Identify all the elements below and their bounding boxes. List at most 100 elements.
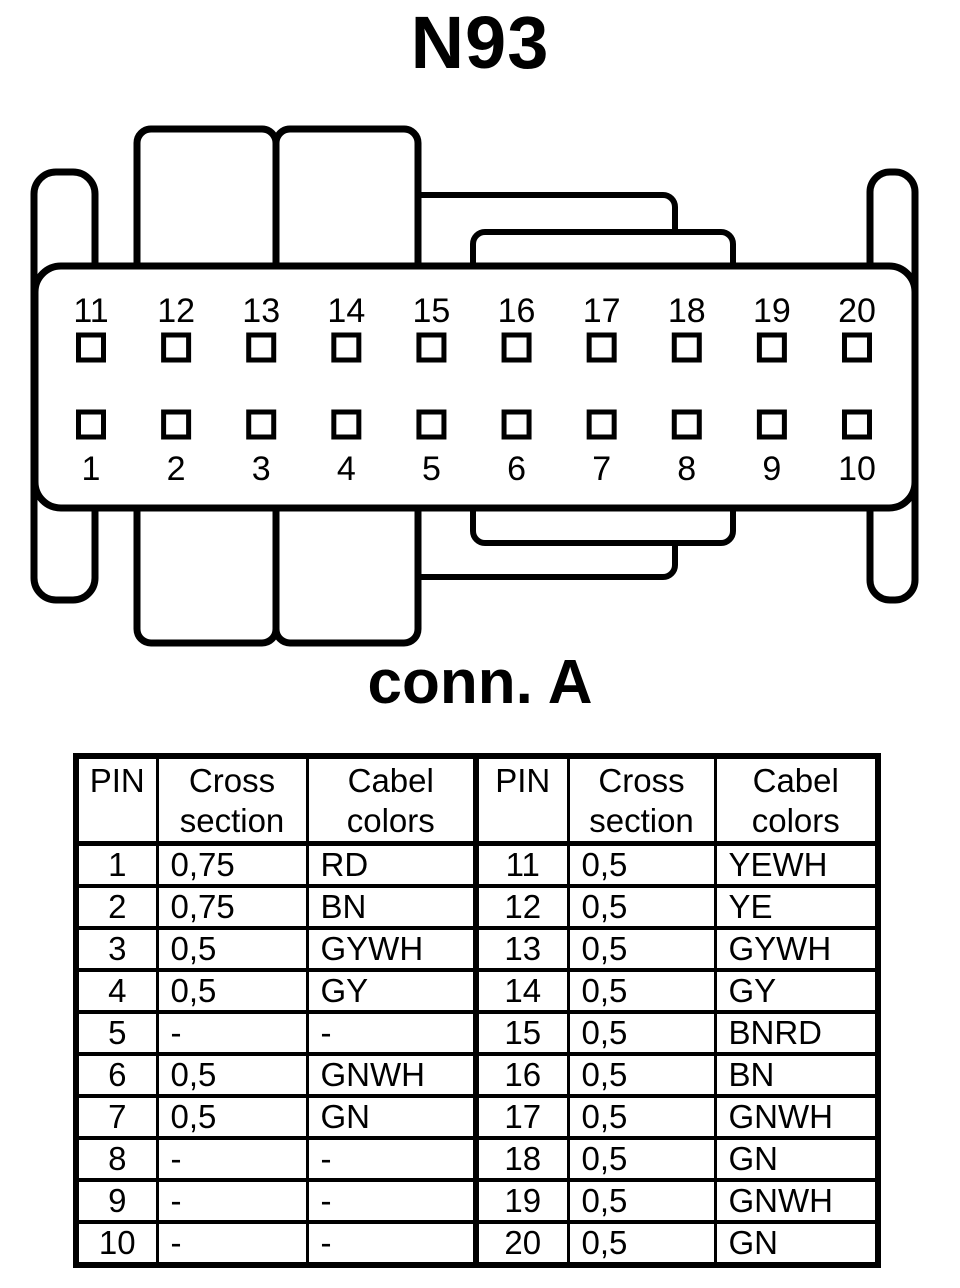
table-header-row: PIN Cross section Cabel colors PIN Cross… [74,754,880,846]
pin-square [331,332,362,363]
header-cable-colors-left: Cabel colors [305,754,478,846]
cross-section-cell: 0,75 [155,884,309,930]
pin-square [841,332,872,363]
cable-color-cell: GNWH [305,1052,478,1098]
cross-section-cell: 0,5 [566,1178,717,1224]
pin-cell: 20 [473,1220,570,1267]
cable-color-cell: GY [305,968,478,1014]
cross-section-cell: 0,5 [566,1094,717,1140]
cross-section-cell: 0,5 [566,1052,717,1098]
pin-square [671,332,702,363]
cable-color-cell: GN [713,1136,880,1182]
pin-cell: 15 [473,1010,570,1056]
page-title: N93 [410,1,550,84]
pin-cell: 4 [74,968,159,1014]
header-pin-left: PIN [74,754,159,846]
pin-number-label: 17 [583,292,621,330]
pin-cell: 11 [473,841,570,888]
pin-number-label: 16 [498,292,536,330]
pin-table: PIN Cross section Cabel colors PIN Cross… [73,753,881,1268]
pin-number-label: 7 [592,450,611,488]
pin-square [246,332,277,363]
cross-section-cell: 0,5 [155,968,309,1014]
cross-section-cell: 0,5 [566,926,717,972]
cross-section-cell: 0,5 [566,1220,717,1267]
pin-cell: 12 [473,884,570,930]
cross-section-cell: 0,5 [155,1094,309,1140]
cable-color-cell: GN [305,1094,478,1140]
pin-cell: 14 [473,968,570,1014]
cable-color-cell: YE [713,884,880,930]
cable-color-cell: GYWH [305,926,478,972]
pin-square [416,332,447,363]
cross-section-cell: - [155,1178,309,1224]
pin-number-label: 11 [73,292,108,330]
pin-square [501,409,532,440]
pin-square [671,409,702,440]
pin-square [161,409,192,440]
cable-color-cell: - [305,1220,478,1267]
pin-square [76,409,106,440]
cross-section-cell: - [155,1010,309,1056]
cable-color-cell: YEWH [713,841,880,888]
pin-cell: 3 [74,926,159,972]
cross-section-cell: 0,5 [155,1052,309,1098]
pin-square [76,332,106,363]
pin-number-label: 3 [252,450,271,488]
pin-square [586,409,617,440]
cross-section-cell: 0,5 [155,926,309,972]
cross-section-cell: 0,5 [566,968,717,1014]
pin-number-label: 12 [157,292,195,330]
pin-square [586,332,617,363]
pin-cell: 17 [473,1094,570,1140]
cable-color-cell: BN [305,884,478,930]
cable-color-cell: GY [713,968,880,1014]
cable-color-cell: GN [713,1220,880,1267]
pin-number-label: 15 [413,292,451,330]
pin-square [756,409,787,440]
connector-body [31,262,919,512]
cable-color-cell: - [305,1136,478,1182]
pin-cell: 19 [473,1178,570,1224]
cross-section-cell: 0,75 [155,841,309,888]
pin-cell: 5 [74,1010,159,1056]
cable-color-cell: GNWH [713,1178,880,1224]
pin-square [501,332,532,363]
pin-cell: 7 [74,1094,159,1140]
pin-cell: 6 [74,1052,159,1098]
pin-cell: 9 [74,1178,159,1224]
pin-number-label: 14 [327,292,365,330]
pin-cell: 8 [74,1136,159,1182]
cable-color-cell: - [305,1178,478,1224]
cross-section-cell: 0,5 [566,884,717,930]
pin-number-label: 5 [422,450,441,488]
pin-cell: 16 [473,1052,570,1098]
pin-number-label: 4 [337,450,356,488]
pin-number-label: 9 [762,450,781,488]
header-cross-section-right: Cross section [566,754,717,846]
cross-section-cell: 0,5 [566,1136,717,1182]
connector-label: conn. A [367,648,593,717]
cross-section-cell: - [155,1136,309,1182]
pin-square [416,409,447,440]
pin-number-label: 1 [82,450,101,488]
pin-number-label: 18 [668,292,706,330]
cable-color-cell: - [305,1010,478,1056]
cable-color-cell: BNRD [713,1010,880,1056]
pin-square [756,332,787,363]
pin-cell: 1 [74,841,159,888]
pin-cell: 2 [74,884,159,930]
cable-color-cell: GNWH [713,1094,880,1140]
pin-number-label: 10 [838,450,876,488]
pin-number-label: 13 [242,292,280,330]
